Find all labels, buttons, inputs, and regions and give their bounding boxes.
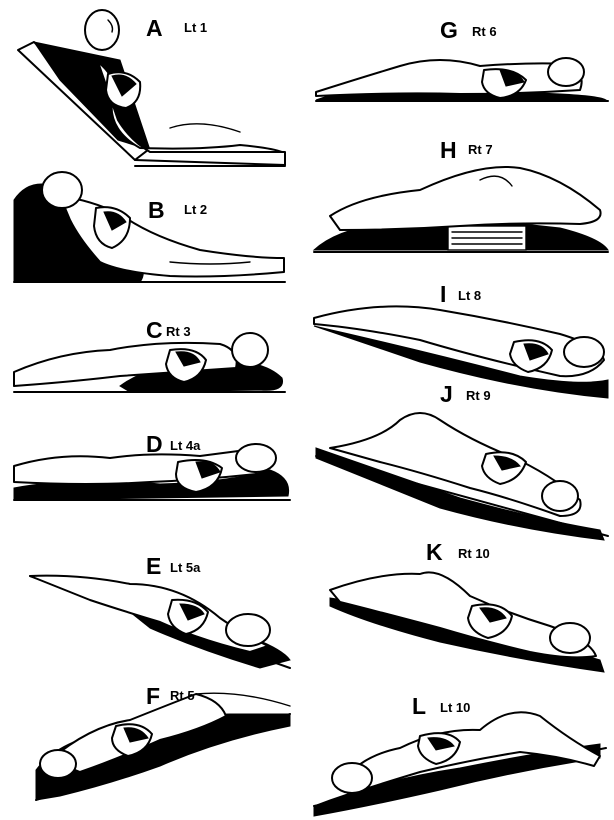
panel-g-letter: G [440, 17, 458, 43]
panel-c: C Rt 3 [14, 317, 285, 392]
panel-h-code: Rt 7 [468, 142, 493, 157]
panel-a-letter: A [146, 15, 163, 41]
panel-f-figure [36, 693, 290, 800]
panel-l-figure [314, 712, 606, 816]
panel-f: F Rt 5 [36, 683, 290, 800]
panel-h: H Rt 7 [314, 137, 608, 252]
panel-b-figure [14, 172, 285, 282]
panel-i-figure [314, 306, 608, 398]
panel-j-letter: J [440, 381, 453, 407]
panel-e-letter: E [146, 553, 161, 579]
panel-j: J Rt 9 [316, 381, 608, 540]
panel-a-code: Lt 1 [184, 20, 207, 35]
panel-d-code: Lt 4a [170, 438, 201, 453]
panel-g: G Rt 6 [316, 17, 608, 101]
panel-k-code: Rt 10 [458, 546, 490, 561]
panel-b-letter: B [148, 197, 165, 223]
panel-h-letter: H [440, 137, 457, 163]
panel-j-code: Rt 9 [466, 388, 491, 403]
panel-l-code: Lt 10 [440, 700, 470, 715]
panel-i-code: Lt 8 [458, 288, 481, 303]
panel-a: A Lt 1 [18, 10, 285, 166]
panel-h-figure [314, 167, 608, 252]
panel-c-letter: C [146, 317, 163, 343]
panel-l-letter: L [412, 693, 426, 719]
panel-k: K Rt 10 [330, 539, 604, 672]
panel-k-letter: K [426, 539, 443, 565]
panel-j-figure [316, 413, 608, 540]
panel-b-code: Lt 2 [184, 202, 207, 217]
panel-f-code: Rt 5 [170, 688, 195, 703]
panel-d: D Lt 4a [14, 431, 290, 500]
panel-e-code: Lt 5a [170, 560, 201, 575]
panel-i: I Lt 8 [314, 281, 608, 398]
panel-g-code: Rt 6 [472, 24, 497, 39]
panel-k-figure [330, 572, 604, 672]
panel-l: L Lt 10 [314, 693, 606, 816]
panel-i-letter: I [440, 281, 446, 307]
panel-c-code: Rt 3 [166, 324, 191, 339]
panel-e-figure [30, 576, 290, 668]
panel-e: E Lt 5a [30, 553, 290, 668]
panel-f-letter: F [146, 683, 160, 709]
panel-b: B Lt 2 [14, 172, 285, 282]
panel-g-figure [316, 58, 608, 101]
panel-d-letter: D [146, 431, 163, 457]
